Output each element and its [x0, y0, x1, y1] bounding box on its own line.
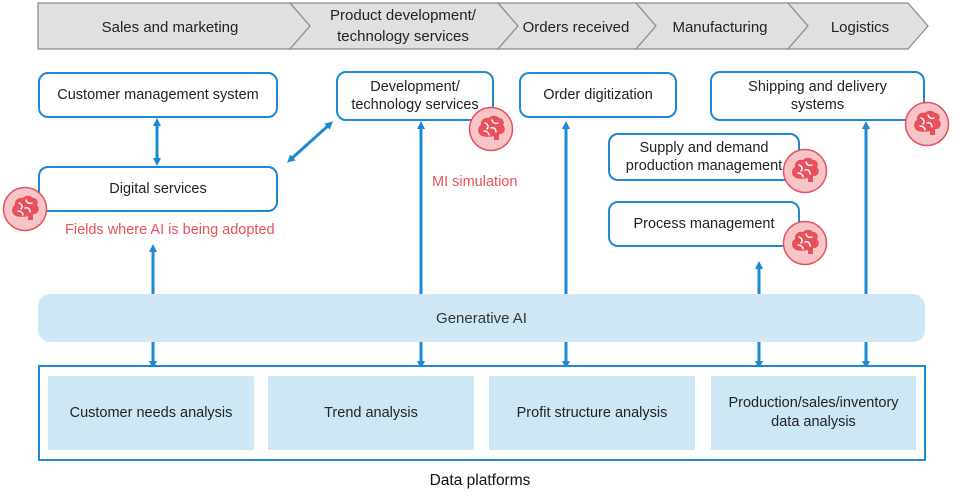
chain-step-logistics	[786, 2, 929, 50]
mi-simulation-note: MI simulation	[432, 174, 518, 190]
chain-label-sales: Sales and marketing	[102, 19, 239, 36]
box-customer-management: Customer management system	[38, 72, 278, 118]
chain-label-product-line1: Product development/	[330, 7, 477, 24]
platform-item-customer-needs: Customer needs analysis	[48, 376, 254, 450]
generative-ai-band: Generative AI	[38, 294, 925, 342]
ai-fields-note: Fields where AI is being adopted	[65, 222, 275, 238]
box-order-digitization: Order digitization	[519, 72, 677, 118]
arrow-digital-development	[287, 121, 333, 163]
data-platforms-label: Data platforms	[429, 472, 531, 489]
box-process-management: Process management	[608, 201, 800, 247]
chain-label-manufacturing: Manufacturing	[672, 19, 767, 36]
box-development: Development/ technology services	[336, 71, 494, 121]
brain-icon	[2, 186, 48, 232]
platform-item-production-sales-inventory: Production/sales/inventory data analysis	[711, 376, 916, 450]
brain-icon	[782, 220, 828, 266]
chain-label-orders: Orders received	[523, 19, 630, 36]
box-shipping: Shipping and delivery systems	[710, 71, 925, 121]
brain-icon	[468, 106, 514, 152]
box-digital-services: Digital services	[38, 166, 278, 212]
brain-icon	[904, 101, 950, 147]
box-supply-demand: Supply and demand production management	[608, 133, 800, 181]
chain-label-product-line2: technology services	[337, 28, 469, 45]
platform-item-trend: Trend analysis	[268, 376, 474, 450]
chain-label-logistics: Logistics	[831, 19, 889, 36]
brain-icon	[782, 148, 828, 194]
value-chain: Sales and marketing Product development/…	[37, 2, 929, 50]
generative-ai-label: Generative AI	[436, 309, 527, 327]
platform-item-profit-structure: Profit structure analysis	[489, 376, 695, 450]
